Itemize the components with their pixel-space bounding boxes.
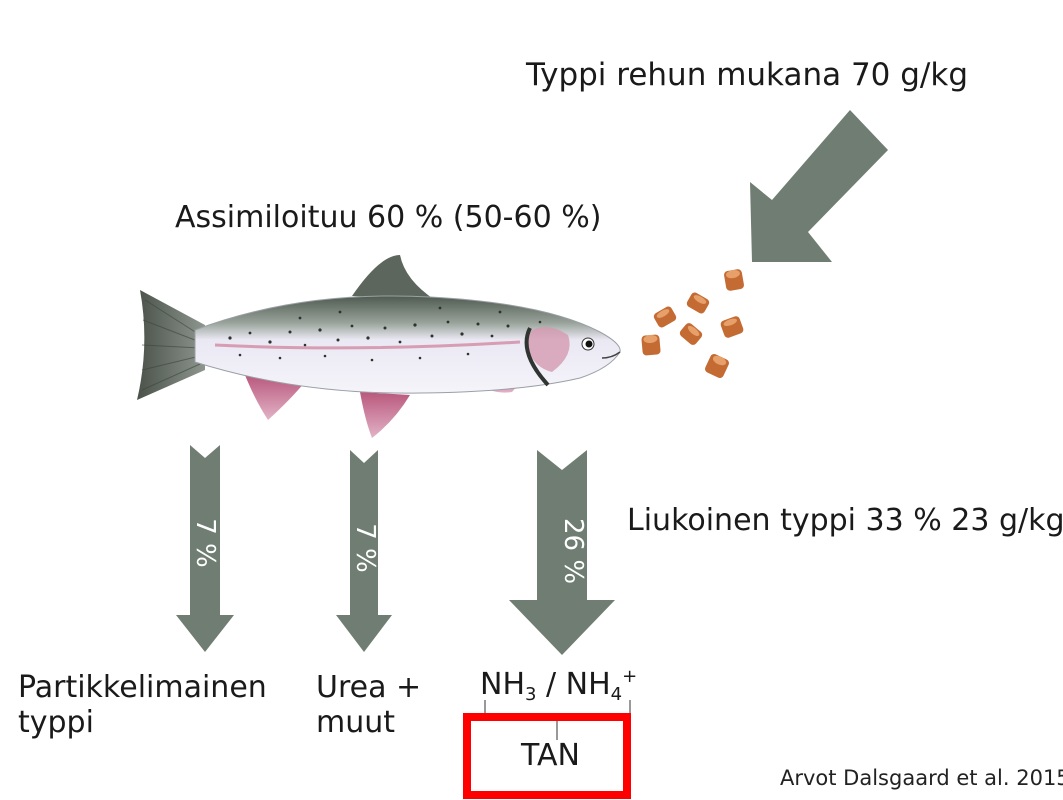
tan-bracket [484,700,631,740]
ammonia-percent: 26 % [558,517,589,585]
tan-highlight-box [463,713,631,799]
urea-line1: Urea + [316,670,422,705]
dissolved-nitrogen-label: Liukoinen typpi 33 % 23 g/kg [627,503,1063,538]
nh4-subscript: 4 [610,684,623,705]
urea-label: Urea + muut [316,670,436,740]
source-citation: Arvot Dalsgaard et al. 2015 [780,766,1063,790]
nh3-subscript: 3 [525,684,537,705]
feed-nitrogen-label: Typpi rehun mukana 70 g/kg [526,57,969,93]
nh4-superscript: + [622,666,638,687]
particulate-line2: typpi [18,705,94,740]
assimilated-label: Assimiloituu 60 % (50-60 %) [175,200,602,235]
particulate-line1: Partikkelimainen [18,670,267,705]
fish-illustration [137,255,621,438]
tan-label: TAN [521,738,580,773]
feed-arrow [750,110,888,262]
urea-line2: muut [316,705,396,740]
urea-percent: 7 % [349,523,380,573]
ammonia-formula-label: NH3 / NH4+ [480,668,637,704]
particulate-percent: 7 % [189,518,220,568]
particulate-nitrogen-label: Partikkelimainen typpi [18,670,278,740]
arrow-ammonia [509,450,615,655]
formula-slash: / [536,667,566,702]
arrow-particulate [176,445,234,652]
arrow-urea [336,450,392,652]
feed-pellets-icon [641,269,744,378]
nh4-text: NH [565,667,611,702]
nh3-text: NH [480,667,525,702]
